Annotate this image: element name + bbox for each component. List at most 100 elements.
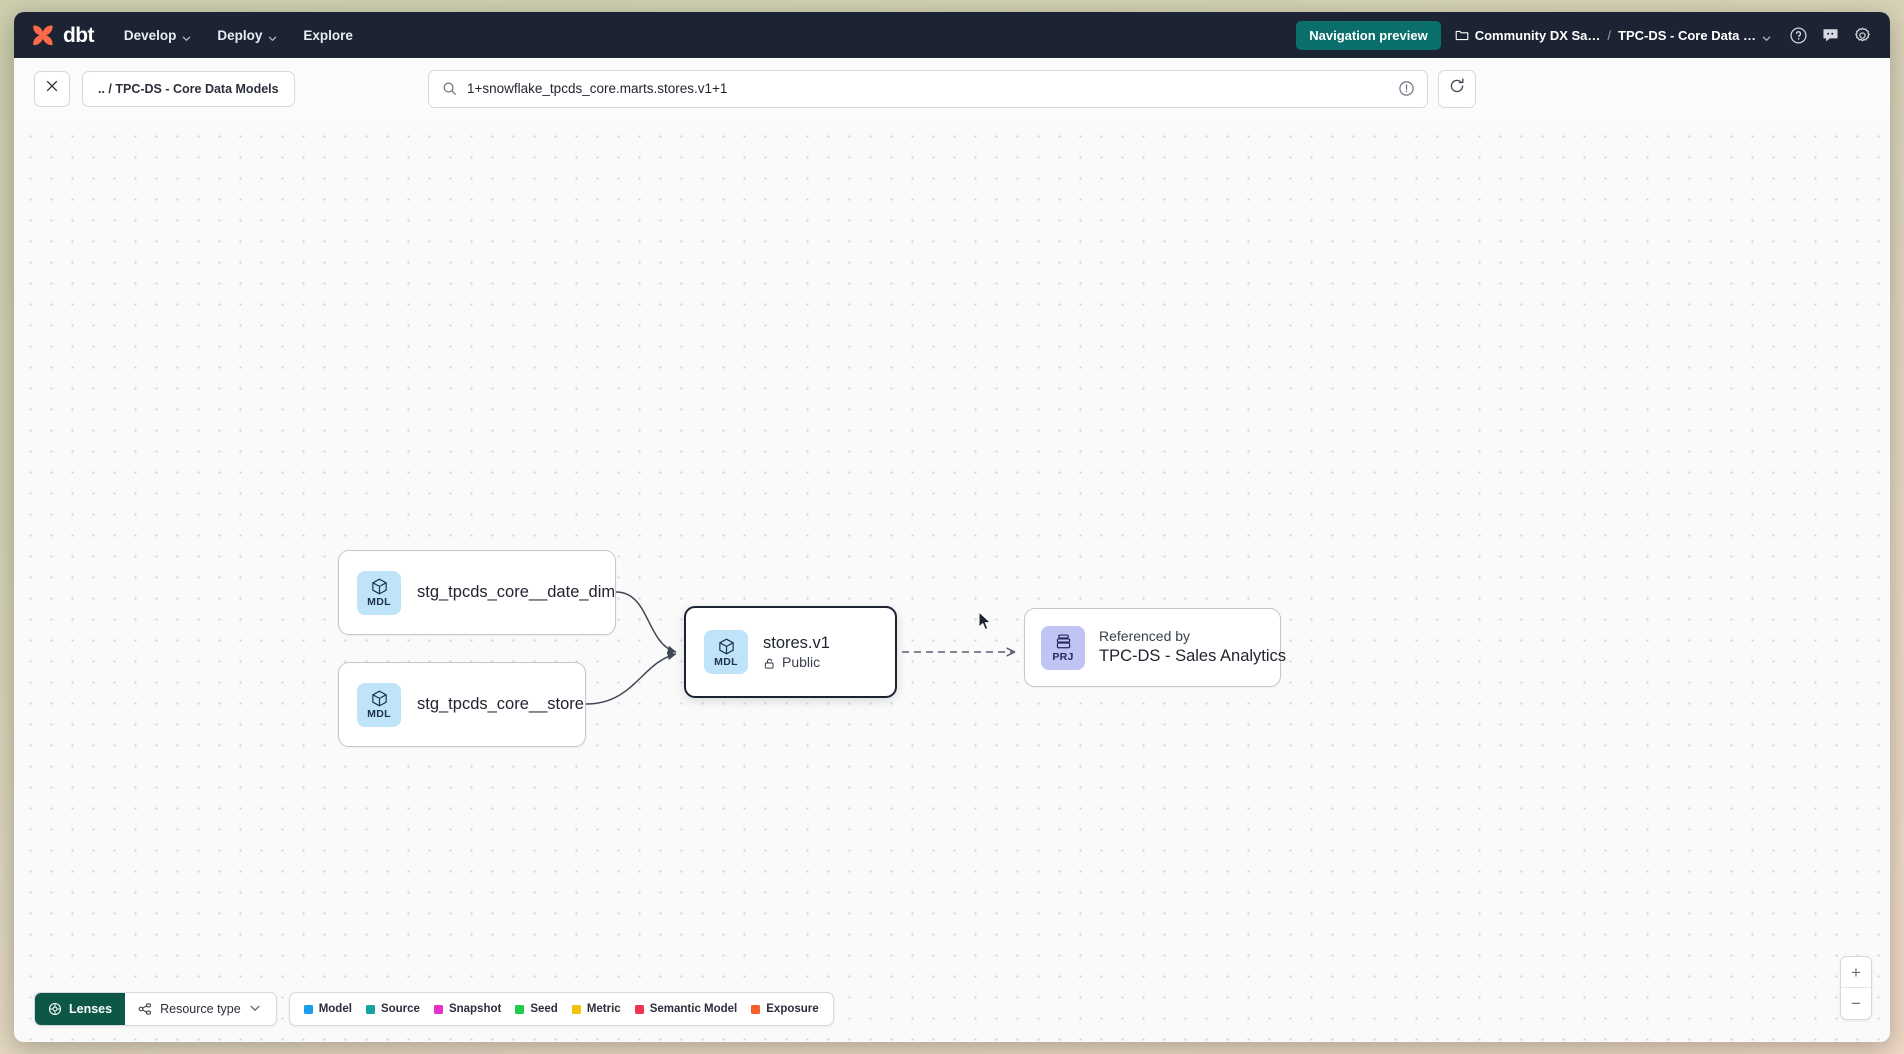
legend-item-metric[interactable]: Metric xyxy=(571,1003,621,1015)
model-badge-label: MDL xyxy=(714,655,738,668)
mouse-cursor xyxy=(978,610,993,632)
node-body: stores.v1 Public xyxy=(763,633,830,672)
nav-item-explore[interactable]: Explore xyxy=(303,28,353,43)
project-badge: PRJ xyxy=(1041,625,1085,670)
node-body: stg_tpcds_core__date_dim xyxy=(417,582,615,603)
lens-icon xyxy=(48,1002,62,1016)
model-badge-label: MDL xyxy=(367,708,391,721)
node-kicker: Referenced by xyxy=(1099,628,1191,645)
legend-swatch xyxy=(751,1004,761,1014)
resource-type-icon xyxy=(138,1002,152,1016)
node-title: stg_tpcds_core__store xyxy=(417,695,584,714)
chevron-down-icon xyxy=(268,31,277,41)
zoom-controls: + − xyxy=(1840,956,1872,1020)
legend-item-model[interactable]: Model xyxy=(303,1003,352,1015)
legend-swatch xyxy=(303,1004,313,1014)
navigation-preview-badge[interactable]: Navigation preview xyxy=(1296,20,1441,50)
graph-node-stores-v1[interactable]: MDL stores.v1 Public xyxy=(684,606,897,698)
legend-item-semantic-model[interactable]: Semantic Model xyxy=(634,1003,738,1015)
cube-icon xyxy=(717,637,736,656)
resource-type-button-label: Resource type xyxy=(160,1002,241,1016)
legend-swatch xyxy=(433,1004,443,1014)
node-body: Referenced by TPC-DS - Sales Analytics xyxy=(1099,627,1286,667)
legend-label: Source xyxy=(380,1003,420,1015)
cube-icon xyxy=(370,689,389,708)
dbt-logo[interactable]: dbt xyxy=(30,22,94,48)
lineage-toolbar: .. / TPC-DS - Core Data Models 1+snowfla… xyxy=(14,58,1890,120)
project-stack-icon xyxy=(1054,632,1073,651)
chevron-down-icon xyxy=(1762,31,1771,41)
node-title: TPC-DS - Sales Analytics xyxy=(1099,647,1287,666)
info-circle-icon[interactable] xyxy=(1398,80,1415,97)
cube-icon xyxy=(370,577,389,596)
resource-type-legend: Model Source Snapshot Seed xyxy=(288,992,834,1026)
zoom-in-button[interactable]: + xyxy=(1841,957,1871,988)
graph-node-tpcds-sales-analytics[interactable]: PRJ Referenced by TPC-DS - Sales Analyti… xyxy=(1024,608,1286,687)
dbt-logo-text: dbt xyxy=(63,23,94,47)
legend-item-source[interactable]: Source xyxy=(365,1003,420,1015)
canvas-bottom-bar: Lenses Resource type xyxy=(34,992,834,1026)
node-access-label: Public xyxy=(782,654,821,671)
legend-label: Model xyxy=(318,1003,352,1015)
dbt-logo-icon xyxy=(30,22,56,48)
lenses-button-label: Lenses xyxy=(69,1002,113,1016)
nav-item-explore-label: Explore xyxy=(303,27,353,43)
breadcrumb-project-label: TPC-DS - Core Data … xyxy=(1618,27,1756,43)
project-badge-label: PRJ xyxy=(1052,651,1074,664)
node-body: stg_tpcds_core__store xyxy=(417,694,584,715)
search-icon xyxy=(442,81,457,96)
lineage-edges xyxy=(585,591,1016,705)
breadcrumb-account-label: Community DX Sa… xyxy=(1474,27,1601,43)
primary-nav: Develop Deploy Explore xyxy=(124,28,353,43)
legend-label: Exposure xyxy=(766,1003,819,1015)
node-title: stg_tpcds_core__date_dim xyxy=(417,583,616,602)
top-navigation-bar: dbt Develop Deploy Explore xyxy=(14,12,1890,58)
refresh-icon xyxy=(1448,77,1466,100)
legend-item-seed[interactable]: Seed xyxy=(515,1003,558,1015)
breadcrumb-account[interactable]: Community DX Sa… xyxy=(1455,27,1601,43)
refresh-button[interactable] xyxy=(1438,69,1476,108)
legend-swatch xyxy=(515,1004,525,1014)
topnav-breadcrumb: Community DX Sa… / TPC-DS - Core Data … xyxy=(1455,28,1771,43)
edge-date-dim-to-stores xyxy=(615,591,677,654)
resource-type-button[interactable]: Resource type xyxy=(125,993,276,1025)
legend-swatch xyxy=(571,1004,581,1014)
nav-item-develop-label: Develop xyxy=(123,27,177,43)
nav-item-develop[interactable]: Develop xyxy=(124,28,192,43)
graph-node-stg-date-dim[interactable]: MDL stg_tpcds_core__date_dim xyxy=(338,550,616,635)
legend-swatch xyxy=(365,1004,375,1014)
toolbar-left-group: .. / TPC-DS - Core Data Models xyxy=(34,70,295,107)
model-badge: MDL xyxy=(704,630,748,674)
node-title: stores.v1 xyxy=(763,633,830,652)
breadcrumb-separator: / xyxy=(1607,27,1612,43)
legend-label: Snapshot xyxy=(448,1003,502,1015)
close-icon xyxy=(44,78,60,99)
top-nav-right-group: Navigation preview Community DX Sa… / TP… xyxy=(1296,20,1872,50)
app-window: dbt Develop Deploy Explore xyxy=(14,12,1890,1042)
nav-item-deploy-label: Deploy xyxy=(217,27,263,43)
lenses-button[interactable]: Lenses xyxy=(35,993,126,1025)
edge-store-to-stores xyxy=(585,651,677,705)
gear-icon[interactable] xyxy=(1853,26,1872,45)
model-badge-label: MDL xyxy=(367,596,391,609)
legend-swatch xyxy=(634,1004,644,1014)
close-button[interactable] xyxy=(34,70,70,107)
graph-node-stg-store[interactable]: MDL stg_tpcds_core__store xyxy=(338,662,586,747)
legend-item-snapshot[interactable]: Snapshot xyxy=(433,1003,502,1015)
search-input[interactable]: 1+snowflake_tpcds_core.marts.stores.v1+1 xyxy=(467,81,728,96)
feedback-icon[interactable] xyxy=(1821,26,1840,45)
lens-controls-group: Lenses Resource type xyxy=(34,992,277,1026)
nav-item-deploy[interactable]: Deploy xyxy=(217,28,277,43)
breadcrumb-project[interactable]: TPC-DS - Core Data … xyxy=(1618,28,1771,43)
lineage-canvas[interactable]: MDL stg_tpcds_core__date_dim MDL xyxy=(14,120,1890,1042)
toolbar-center-group: 1+snowflake_tpcds_core.marts.stores.v1+1 xyxy=(428,69,1476,108)
lineage-search-box[interactable]: 1+snowflake_tpcds_core.marts.stores.v1+1 xyxy=(428,69,1428,108)
legend-item-exposure[interactable]: Exposure xyxy=(751,1003,819,1015)
topnav-icon-group xyxy=(1789,26,1872,45)
chevron-down-icon xyxy=(249,1002,263,1016)
help-circle-icon[interactable] xyxy=(1789,26,1808,45)
zoom-out-button[interactable]: − xyxy=(1851,994,1861,1013)
breadcrumb-chip[interactable]: .. / TPC-DS - Core Data Models xyxy=(82,70,295,107)
legend-label: Semantic Model xyxy=(649,1003,738,1015)
